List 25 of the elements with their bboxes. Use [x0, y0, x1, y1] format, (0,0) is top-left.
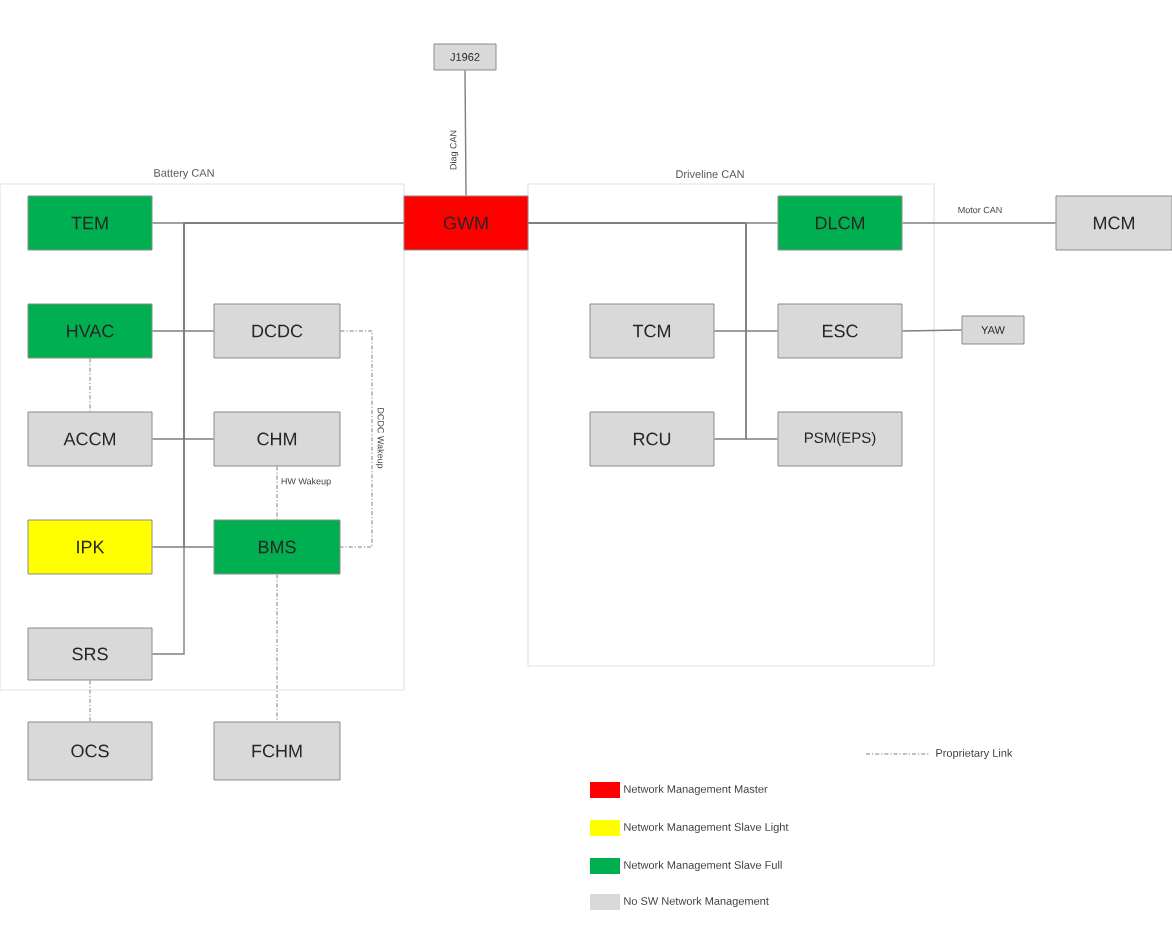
connector-line — [464, 69, 467, 197]
module-box: MCM — [1055, 195, 1172, 251]
module-box: TEM — [27, 195, 153, 251]
connector-line — [89, 680, 91, 722]
connector-line — [89, 358, 91, 412]
module-box: IPK — [27, 519, 153, 575]
module-box: CHM — [213, 411, 341, 467]
connector-line — [340, 330, 373, 548]
module-box: DCDC — [213, 303, 341, 359]
connector-line — [151, 222, 405, 655]
connector-line — [901, 222, 1057, 224]
module-box: HVAC — [27, 303, 153, 359]
module-box: TCM — [589, 303, 715, 359]
module-box: ACCM — [27, 411, 153, 467]
module-box: OCS — [27, 721, 153, 781]
connector-line — [901, 329, 963, 332]
module-box: RCU — [589, 411, 715, 467]
module-box: FCHM — [213, 721, 341, 781]
module-box: BMS — [213, 519, 341, 575]
connector-line — [276, 466, 278, 520]
module-box: ESC — [777, 303, 903, 359]
module-box: SRS — [27, 627, 153, 681]
module-box: GWM — [403, 195, 529, 251]
connector-line — [276, 574, 278, 722]
module-box: DLCM — [777, 195, 903, 251]
